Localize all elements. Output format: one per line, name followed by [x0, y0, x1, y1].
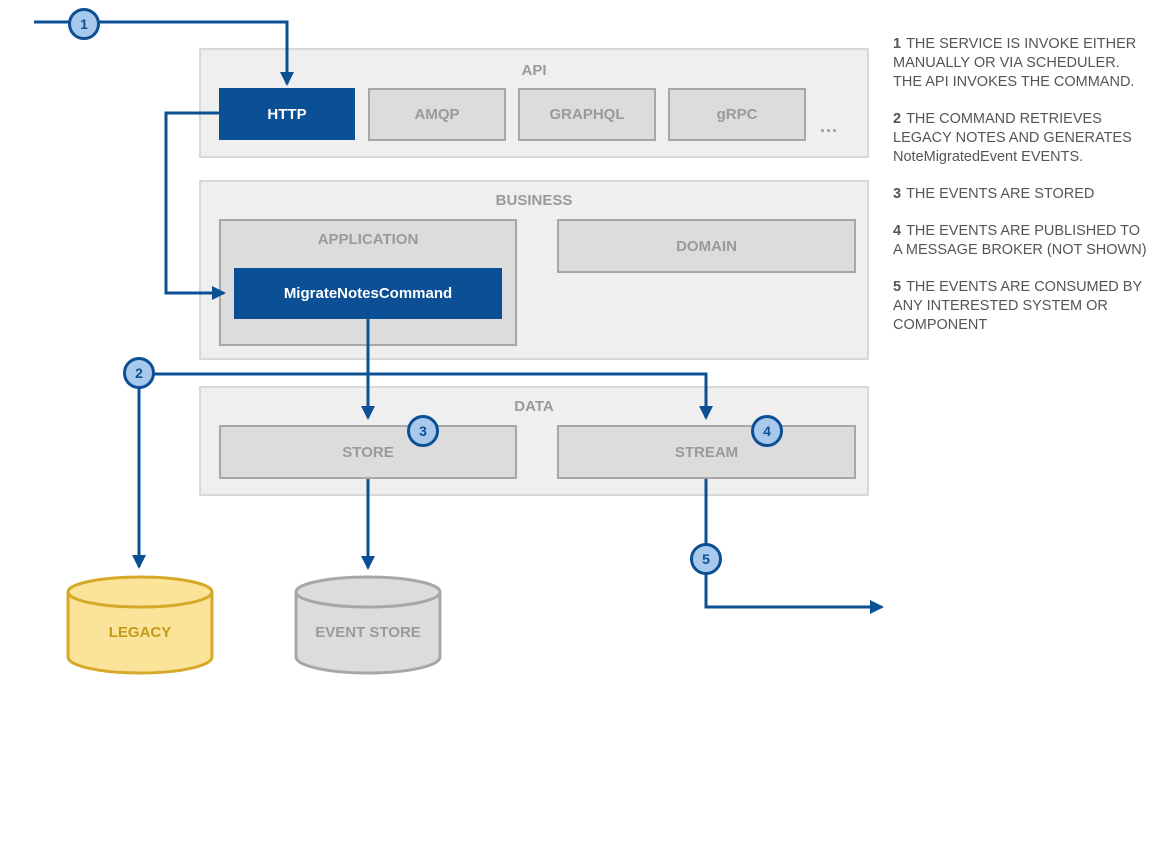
store-box[interactable]: STORE [219, 425, 517, 479]
http-box[interactable]: HTTP [219, 88, 355, 140]
http-to-command-line [164, 111, 226, 300]
step-2-badge: 2 [123, 357, 155, 389]
note-text: THE EVENTS ARE STORED [906, 186, 1095, 202]
event-store-cylinder-icon [294, 575, 442, 675]
stream-box[interactable]: STREAM [557, 425, 856, 479]
domain-box[interactable]: DOMAIN [557, 219, 856, 273]
events-to-stream-line [139, 372, 713, 420]
invoke-flow-line [34, 20, 294, 86]
note-text: THE EVENTS ARE PUBLISHED TO A MESSAGE BR… [893, 223, 1147, 258]
note-text: THE COMMAND RETRIEVES LEGACY NOTES AND G… [893, 111, 1132, 165]
step-1-badge: 1 [68, 8, 100, 40]
business-layer-title: BUSINESS [495, 192, 573, 209]
api-layer-title: API [521, 62, 547, 79]
step-3-badge: 3 [407, 415, 439, 447]
grpc-box[interactable]: gRPC [668, 88, 806, 141]
note-number: 1 [893, 36, 902, 52]
migrate-notes-command-box[interactable]: MigrateNotesCommand [234, 268, 502, 319]
event-store-label: EVENT STORE [315, 624, 421, 641]
step-4-badge: 4 [751, 415, 783, 447]
amqp-box[interactable]: AMQP [368, 88, 506, 141]
legacy-database[interactable]: LEGACY [66, 575, 214, 675]
note-number: 4 [893, 223, 902, 239]
graphql-box[interactable]: GRAPHQL [518, 88, 656, 141]
legacy-cylinder-icon [66, 575, 214, 675]
event-store-database[interactable]: EVENT STORE [294, 575, 442, 675]
legacy-label: LEGACY [108, 624, 172, 641]
more-protocols-ellipsis: ... [820, 116, 839, 136]
note-number: 2 [893, 111, 902, 127]
note-text: THE EVENTS ARE CONSUMED BY ANY INTERESTE… [893, 279, 1142, 333]
note-text: THE SERVICE IS INVOKE EITHER MANUALLY OR… [893, 36, 1137, 90]
stream-to-consumers-line [704, 479, 884, 614]
note-number: 5 [893, 279, 902, 295]
data-layer-title: DATA [514, 398, 554, 415]
note-number: 3 [893, 186, 902, 202]
step-5-badge: 5 [690, 543, 722, 575]
application-title: APPLICATION [317, 231, 419, 248]
